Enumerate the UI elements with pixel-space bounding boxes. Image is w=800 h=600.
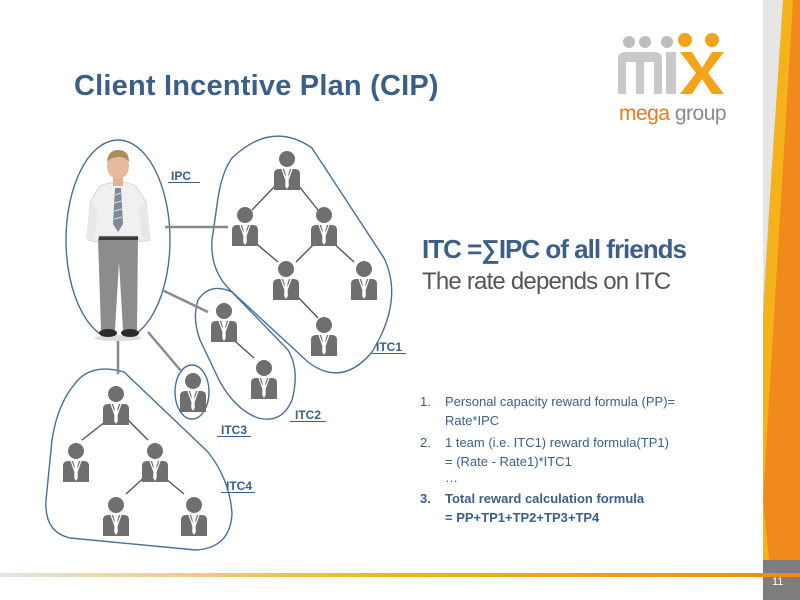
itc1-boundary — [212, 136, 392, 373]
person-icon — [103, 386, 129, 425]
label-underline — [221, 492, 255, 493]
list-number: 2. — [420, 433, 431, 452]
list-text: Rate*IPC — [445, 411, 760, 430]
list-text: Total reward calculation formula — [445, 489, 760, 508]
person-icon — [351, 261, 377, 300]
label-ipc: IPC — [171, 169, 191, 183]
person-icon — [251, 360, 277, 399]
person-icon — [311, 317, 337, 356]
list-ellipsis: … — [420, 471, 760, 485]
rate-note: The rate depends on ITC — [422, 268, 670, 296]
person-icon — [142, 443, 168, 482]
person-icon — [232, 207, 258, 246]
list-text: = PP+TP1+TP2+TP3+TP4 — [445, 508, 760, 527]
person-icon — [211, 303, 237, 342]
label-underline — [217, 436, 251, 437]
list-item: 3. Total reward calculation formula = PP… — [420, 489, 760, 527]
list-number: 3. — [420, 489, 431, 508]
itc2-boundary — [195, 288, 295, 419]
person-icon — [274, 151, 300, 190]
itc-formula: ITC =∑IPC of all friends — [422, 234, 686, 265]
label-underline — [372, 353, 406, 354]
label-itc3: ITC3 — [221, 423, 247, 437]
person-icon — [103, 497, 129, 536]
label-itc1: ITC1 — [376, 340, 402, 354]
label-underline — [168, 182, 200, 183]
label-itc2: ITC2 — [295, 408, 321, 422]
list-text: 1 team (i.e. ITC1) reward formula(TP1) — [445, 433, 760, 452]
person-icon — [311, 207, 337, 246]
label-itc4: ITC4 — [226, 479, 252, 493]
person-icon — [63, 443, 89, 482]
list-text: = (Rate - Rate1)*ITC1 — [445, 452, 760, 471]
list-item: 1. Personal capacity reward formula (PP)… — [420, 392, 760, 430]
reward-steps-list: 1. Personal capacity reward formula (PP)… — [420, 392, 760, 527]
list-text: Personal capacity reward formula (PP)= — [445, 392, 760, 411]
person-icon — [180, 373, 206, 412]
person-icon — [181, 497, 207, 536]
businessman-photo — [86, 150, 150, 341]
list-item: 2. 1 team (i.e. ITC1) reward formula(TP1… — [420, 433, 760, 471]
list-number: 1. — [420, 392, 431, 411]
person-icon — [273, 261, 299, 300]
label-underline — [290, 421, 326, 422]
